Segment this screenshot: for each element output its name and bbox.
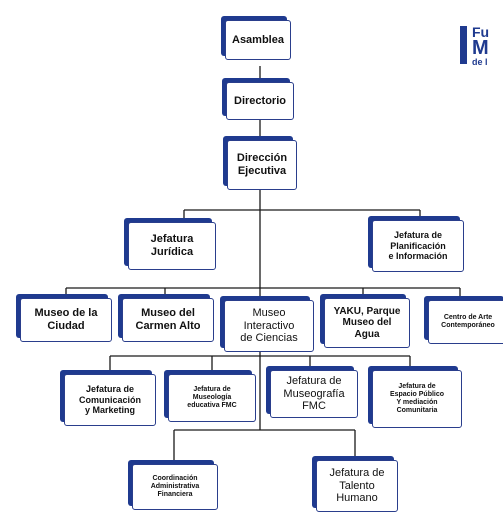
node-jefatura-talento-humano-label: Jefatura de Talento Humano (329, 467, 385, 505)
node-jefatura-comunicacion-label: Jefatura de Comunicación y Marketing (78, 384, 141, 416)
node-museo-ciudad: Museo de la Ciudad (20, 298, 112, 342)
node-asamblea: Asamblea (225, 20, 291, 60)
node-museo-carmen-alto-label: Museo del Carmen Alto (135, 307, 201, 332)
logo-line-2: M (472, 37, 489, 59)
node-museo-ciudad-label: Museo de la Ciudad (34, 307, 98, 332)
node-jefatura-talento-humano: Jefatura de Talento Humano (316, 460, 398, 512)
node-asamblea-label: Asamblea (232, 33, 284, 46)
logo-bar-icon (460, 26, 467, 64)
node-directorio: Directorio (226, 82, 294, 120)
logo-line-1: Fu (472, 24, 490, 40)
node-centro-arte: Centro de Arte Contemporáneo (428, 300, 503, 344)
node-jefatura-planificacion-label: Jefatura de Planificación e Información (388, 230, 448, 262)
node-centro-arte-label: Centro de Arte Contemporáneo (441, 313, 495, 329)
node-jefatura-juridica-label: Jefatura Jurídica (150, 233, 194, 258)
node-jefatura-museografia-label: Jefatura de Museografía FMC (283, 375, 345, 413)
node-jefatura-espacio-publico-label: Jefatura de Espacio Público Y mediación … (389, 382, 445, 415)
node-jefatura-espacio-publico: Jefatura de Espacio Público Y mediación … (372, 370, 462, 428)
node-coordinacion-administrativa: Coordinación Administrativa Financiera (132, 464, 218, 510)
node-jefatura-planificacion: Jefatura de Planificación e Información (372, 220, 464, 272)
node-jefatura-juridica: Jefatura Jurídica (128, 222, 216, 270)
node-direccion-ejecutiva: Dirección Ejecutiva (227, 140, 297, 190)
node-directorio-label: Directorio (234, 94, 286, 107)
node-museo-carmen-alto: Museo del Carmen Alto (122, 298, 214, 342)
node-museo-interactivo-label: Museo Interactivo de Ciencias (240, 307, 298, 345)
logo-line-3: de l (472, 57, 488, 67)
node-yaku: YAKU, Parque Museo del Agua (324, 298, 410, 348)
node-jefatura-comunicacion: Jefatura de Comunicación y Marketing (64, 374, 156, 426)
node-jefatura-museologia-label: Jefatura de Museología educativa FMC (187, 385, 237, 410)
node-jefatura-museografia: Jefatura de Museografía FMC (270, 370, 358, 418)
foundation-logo: Fu M de l (460, 24, 503, 70)
node-jefatura-museologia: Jefatura de Museología educativa FMC (168, 374, 256, 422)
node-direccion-ejecutiva-label: Dirección Ejecutiva (236, 152, 288, 177)
node-museo-interactivo: Museo Interactivo de Ciencias (224, 300, 314, 352)
node-coordinacion-administrativa-label: Coordinación Administrativa Financiera (150, 474, 200, 499)
node-yaku-label: YAKU, Parque Museo del Agua (333, 305, 401, 340)
